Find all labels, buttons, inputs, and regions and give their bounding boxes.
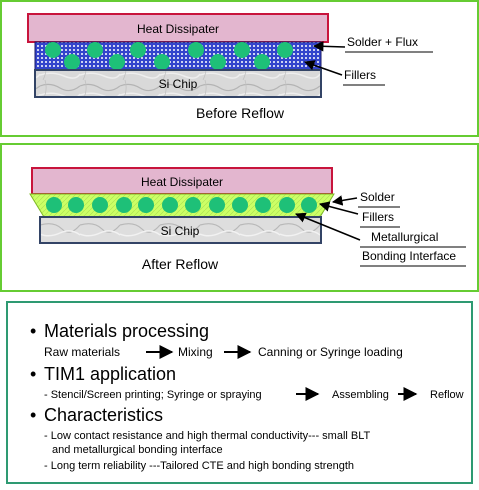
si-chip-label: Si Chip [161,224,200,238]
characteristic-line: - Low contact resistance and high therma… [44,430,371,442]
filler-particle [46,197,62,213]
flow-step: Raw materials [44,345,120,359]
filler-particle [301,197,317,213]
filler-particles [45,42,293,70]
filler-particles [46,197,317,213]
characteristic-line: - Long term reliability ---Tailored CTE … [44,460,354,472]
panel-before-reflow: Heat Dissipater Si Chip Before Reflow So… [0,0,479,137]
callout-arrow [304,60,343,76]
callout-fillers: Fillers [344,68,376,82]
bullet: • [30,405,36,425]
heading-characteristics: Characteristics [44,405,163,425]
callout-interface-line1: Metallurgical [371,230,438,244]
caption-after-reflow: After Reflow [142,256,219,272]
flow-step: Assembling [332,389,389,401]
panel-after-reflow: Heat Dissipater Si Chip After Reflow Sol… [0,143,479,292]
si-chip [39,216,322,244]
filler-particle [92,197,108,213]
filler-particle [109,54,125,70]
callout-fillers: Fillers [362,210,394,224]
filler-particle [254,54,270,70]
filler-particle [130,42,146,58]
filler-particle [234,42,250,58]
si-chip [34,69,322,98]
filler-particle [64,54,80,70]
characteristic-line: and metallurgical bonding interface [52,444,223,456]
callout-arrow [312,41,346,52]
callout-interface-line2: Bonding Interface [362,249,456,263]
heading-tim1-application: TIM1 application [44,364,176,384]
bullet: • [30,364,36,384]
filler-particle [154,54,170,70]
flow-step: Canning or Syringe loading [258,345,403,359]
filler-particle [210,54,226,70]
filler-particle [45,42,61,58]
flow-step: Reflow [430,389,464,401]
callout-arrow [331,195,358,206]
heat-dissipater-label: Heat Dissipater [137,22,219,36]
flow-step: - Stencil/Screen printing; Syringe or sp… [44,389,262,401]
caption-before-reflow: Before Reflow [196,105,285,121]
filler-particle [87,42,103,58]
filler-particle [232,197,248,213]
filler-particle [116,197,132,213]
filler-particle [277,42,293,58]
filler-particle [188,42,204,58]
summary-border [6,301,473,484]
callout-solder: Solder [360,190,395,204]
filler-particle [68,197,84,213]
callout-solder-flux: Solder + Flux [347,35,418,49]
filler-particle [138,197,154,213]
filler-particle [255,197,271,213]
filler-particle [162,197,178,213]
heat-dissipater [31,167,333,195]
filler-particle [209,197,225,213]
si-chip-label: Si Chip [159,77,198,91]
filler-particle [279,197,295,213]
callout-arrow [295,212,361,241]
heading-materials-processing: Materials processing [44,321,209,341]
filler-particle [185,197,201,213]
callout-arrow [318,201,359,215]
flow-step: Mixing [178,345,213,359]
solder-flux-layer [34,41,322,71]
bullet: • [30,321,36,341]
panel-summary: • Materials processing Raw materials Mix… [6,301,473,484]
heat-dissipater-label: Heat Dissipater [141,175,223,189]
